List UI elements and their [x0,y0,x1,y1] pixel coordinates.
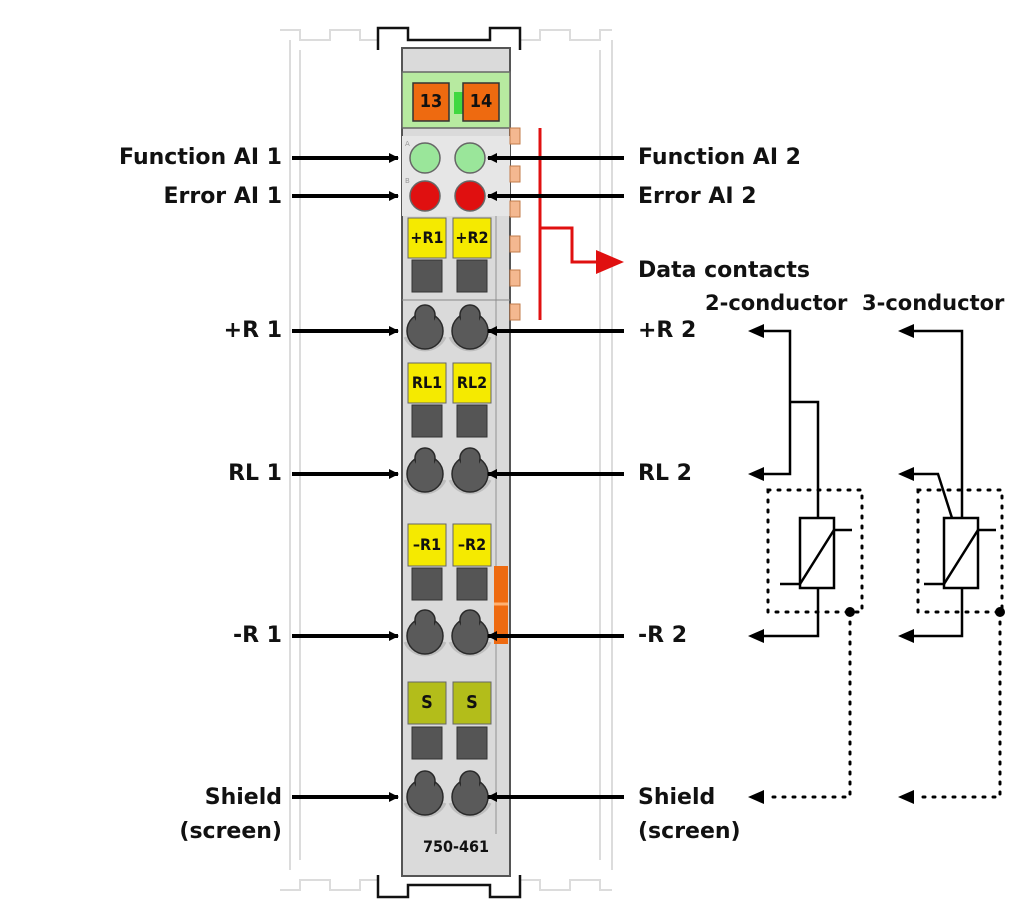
shield-junction-3 [995,607,1005,617]
svg-text:B: B [405,177,410,185]
tag-shield-2: S [466,692,478,713]
bottom-rail-clip [376,875,522,899]
din-rail-outline [280,29,613,891]
tag-r-plus-1: +R1 [410,228,444,247]
right-arrows [487,153,624,802]
terminal-13 [412,82,450,122]
shield-junction-2 [845,607,855,617]
label-shield-1-line1: Shield [204,785,282,810]
label-shield-2-line1: Shield [638,785,716,810]
led-error-ai1 [409,180,441,212]
tag-r-plus-2: +R2 [455,228,489,247]
label-shield-1-line2: (screen) [179,819,282,844]
left-arrows [292,153,399,802]
label-r-minus-2: -R 2 [638,623,688,648]
clamp-opening [403,770,447,818]
wiring-3-conductor [905,329,1004,799]
led-error-ai2 [454,180,486,212]
terminal-14-label: 14 [469,91,493,112]
label-3-conductor: 3-conductor [862,291,1005,315]
label-function-ai1: Function AI 1 [119,145,282,170]
svg-text:A: A [405,140,410,148]
label-shield-2-line2: (screen) [638,819,741,844]
label-r-minus-1: -R 1 [232,623,282,648]
wiring-2-arrowheads [748,324,764,804]
terminal-row-rl [407,362,492,438]
wiring-3-arrowheads [898,324,914,804]
module-model-number: 750-461 [422,837,490,856]
label-data-contacts: Data contacts [638,258,810,283]
top-rail-clip [376,26,522,50]
clamp-opening [448,447,492,495]
tag-r-minus-1: –R1 [412,535,442,554]
label-function-ai2: Function AI 2 [638,145,801,170]
label-rl-1: RL 1 [228,461,282,486]
label-2-conductor: 2-conductor [705,291,848,315]
label-r-plus-2: +R 2 [638,318,697,343]
terminal-13-label: 13 [419,91,443,112]
tag-rl-2: RL2 [456,373,488,392]
label-rl-2: RL 2 [638,461,692,486]
data-contacts [509,127,521,321]
clamp-opening [403,609,447,657]
terminal-row-shield [407,681,492,760]
label-r-plus-1: +R 1 [223,318,282,343]
led-function-ai1 [409,142,441,174]
clamp-openings [403,304,492,818]
clamp-opening [448,770,492,818]
terminal-row-r-plus [402,217,510,301]
clamp-opening [403,304,447,352]
label-error-ai2: Error AI 2 [638,184,757,209]
clamp-opening [448,609,492,657]
tag-r-minus-2: –R2 [457,535,487,554]
wiring-2-conductor [755,329,864,799]
label-error-ai1: Error AI 1 [163,184,282,209]
terminal-14 [462,82,500,122]
tag-shield-1: S [421,692,433,713]
led-function-ai2 [454,142,486,174]
tag-rl-1: RL1 [411,373,443,392]
terminal-row-r-minus [407,523,492,601]
clamp-opening [403,447,447,495]
